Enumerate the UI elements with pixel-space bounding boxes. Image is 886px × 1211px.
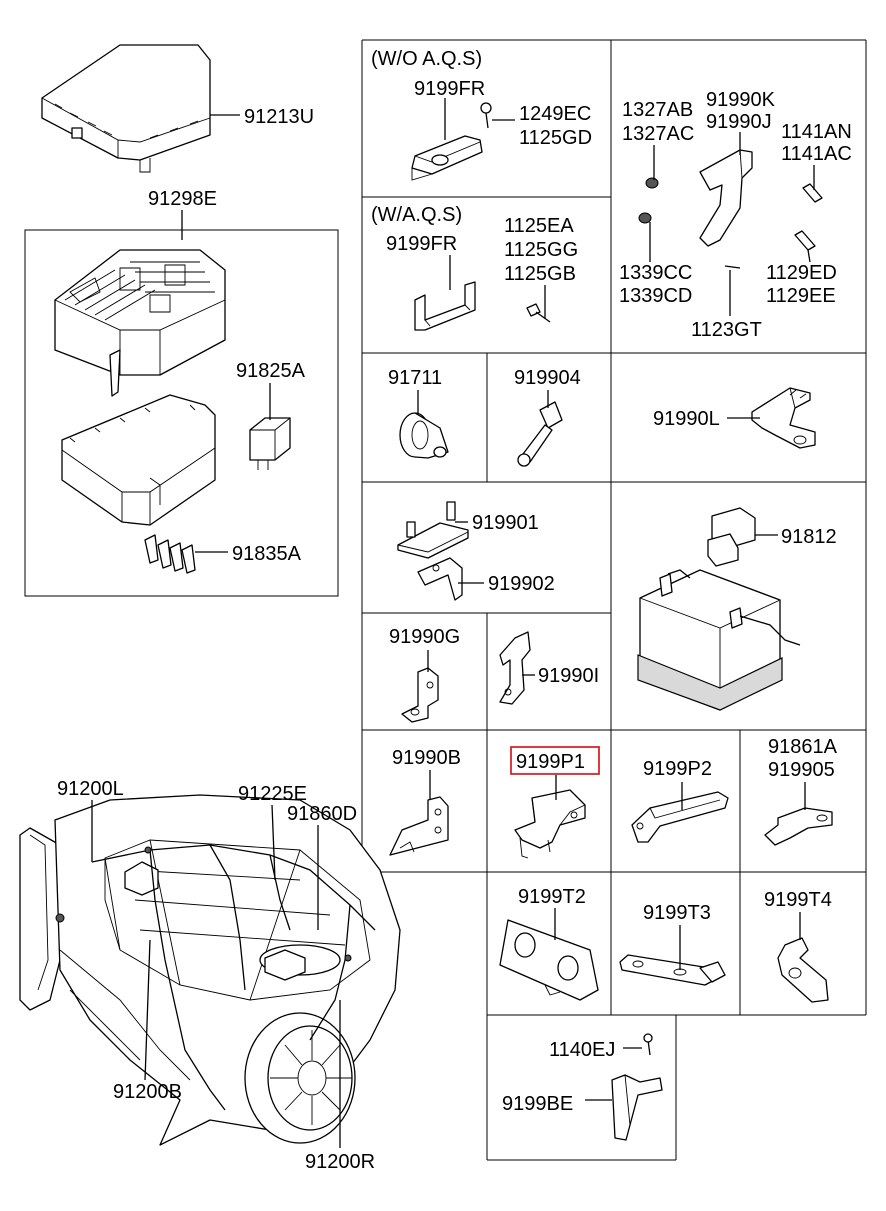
label-91711: 91711	[388, 367, 442, 389]
label-91990L: 91990L	[653, 408, 720, 430]
label-91835A: 91835A	[232, 543, 302, 565]
label-91298E: 91298E	[148, 188, 217, 210]
label-1249EC: 1249EC	[519, 103, 591, 125]
bracket-91861a-drawing	[764, 807, 833, 846]
grommet-drawing	[399, 412, 449, 459]
label-9199T4: 9199T4	[764, 889, 832, 911]
label-91200B: 91200B	[113, 1081, 182, 1103]
bracket-9199p1-drawing	[514, 789, 586, 859]
bracket-91990l-drawing	[751, 387, 816, 449]
label-91860D: 91860D	[287, 803, 357, 825]
bracket-91990i-drawing	[499, 631, 531, 705]
label-1125GG: 1125GG	[504, 239, 578, 261]
label-1141AC: 1141AC	[781, 143, 852, 165]
bracket-w-aqs-drawing	[414, 281, 551, 331]
highlight-box-9199P1	[510, 746, 600, 775]
label-91200R: 91200R	[305, 1151, 375, 1173]
label-1129ED: 1129ED	[766, 262, 837, 284]
junction-box-drawing	[54, 249, 226, 526]
label-9199T3: 9199T3	[643, 902, 711, 924]
label-919904: 919904	[514, 367, 581, 389]
terminal-9199t3-drawing	[619, 954, 726, 986]
terminal-919904-drawing	[517, 401, 563, 467]
relay-drawing	[249, 417, 291, 470]
label-1123GT: 1123GT	[691, 319, 762, 341]
bracket-wo-aqs-drawing	[411, 102, 492, 181]
header-with-aqs: (W/A.Q.S)	[371, 204, 462, 226]
label-1327AC: 1327AC	[622, 123, 694, 145]
part-labels: (W/O A.Q.S) (W/A.Q.S) 91213U 91298E 9182…	[57, 48, 852, 1173]
label-9199T2: 9199T2	[518, 886, 586, 908]
label-91825A: 91825A	[236, 360, 306, 382]
label-1125EA: 1125EA	[504, 215, 574, 237]
leader-lines	[91, 98, 815, 1148]
label-1129EE: 1129EE	[766, 285, 836, 307]
fuse-box-cover-drawing	[41, 44, 211, 173]
label-1339CC: 1339CC	[619, 262, 692, 284]
label-91990K: 91990K	[706, 89, 776, 111]
label-91213U: 91213U	[244, 106, 314, 128]
label-91990G: 91990G	[389, 626, 460, 648]
label-1141AN: 1141AN	[781, 121, 852, 143]
bracket-9199p2-drawing	[631, 791, 729, 843]
bracket-9199t2-drawing	[499, 919, 599, 1001]
label-91225E: 91225E	[238, 783, 307, 805]
label-9199FR-w: 9199FR	[386, 233, 457, 255]
battery-drawing	[637, 507, 801, 711]
vehicle-body-drawing	[19, 794, 401, 1146]
label-9199P2: 9199P2	[643, 758, 712, 780]
label-9199FR-wo: 9199FR	[414, 78, 485, 100]
label-9199P1: 9199P1	[516, 751, 585, 773]
bracket-91990k-drawing	[638, 149, 823, 269]
grid-frames	[24, 39, 867, 1161]
label-1339CD: 1339CD	[619, 285, 692, 307]
bracket-9199t4-drawing	[777, 937, 829, 1003]
label-1125GB: 1125GB	[504, 263, 576, 285]
label-919902: 919902	[488, 573, 555, 595]
terminal-block-drawing	[397, 501, 469, 601]
label-919901: 919901	[472, 512, 539, 534]
bracket-9199be-drawing	[611, 1033, 663, 1141]
label-9199BE: 9199BE	[502, 1093, 573, 1115]
bracket-91990g-drawing	[401, 667, 439, 723]
label-91990I: 91990I	[538, 665, 599, 687]
label-91200L: 91200L	[57, 778, 124, 800]
label-1327AB: 1327AB	[622, 99, 693, 121]
fuses-drawing	[144, 534, 196, 574]
label-919905: 919905	[768, 759, 835, 781]
header-without-aqs: (W/O A.Q.S)	[371, 48, 482, 70]
label-91861A: 91861A	[768, 736, 838, 758]
label-91990J: 91990J	[706, 111, 772, 133]
label-1125GD: 1125GD	[519, 127, 592, 149]
label-91812: 91812	[781, 526, 837, 548]
bracket-91990b-drawing	[389, 796, 449, 856]
label-91990B: 91990B	[392, 747, 461, 769]
label-1140EJ: 1140EJ	[549, 1039, 615, 1061]
